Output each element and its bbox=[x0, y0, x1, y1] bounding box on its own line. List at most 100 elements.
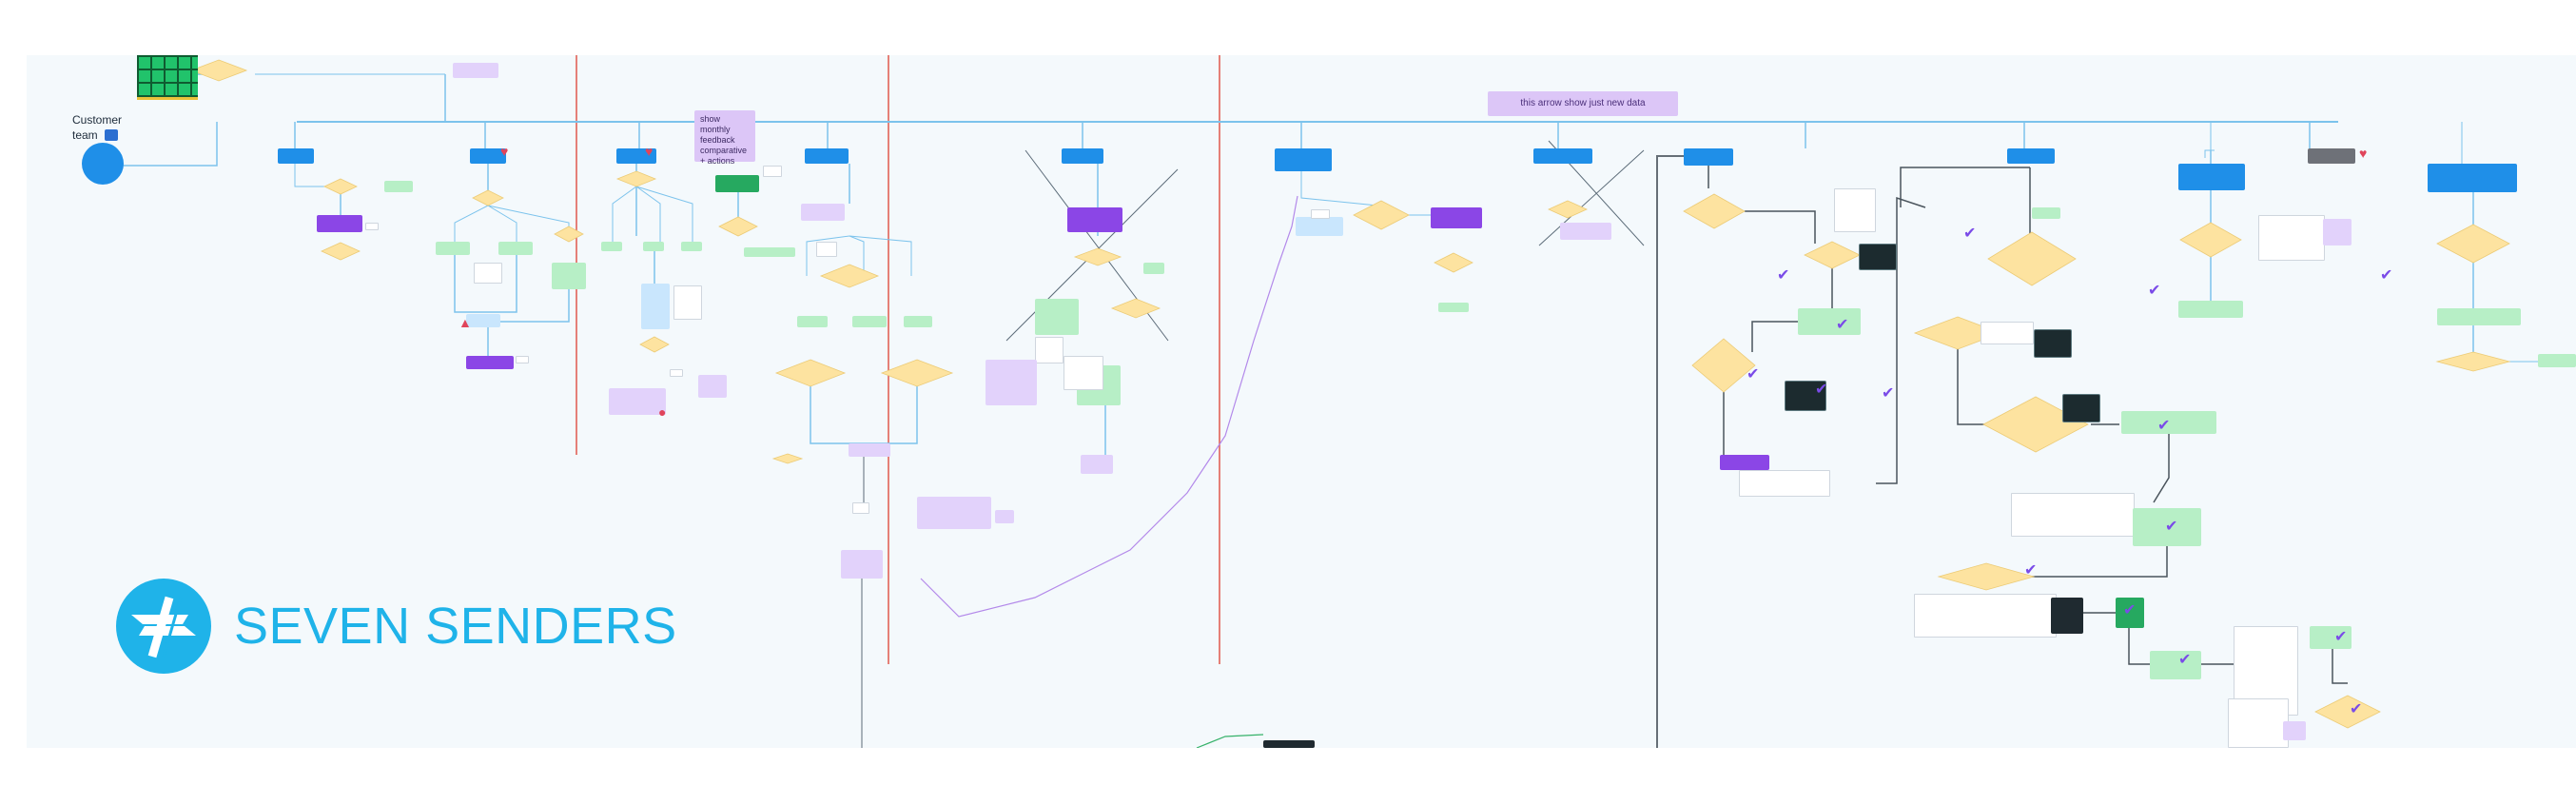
decision-diamond[interactable] bbox=[1353, 200, 1410, 230]
thumbnail-image[interactable] bbox=[763, 166, 782, 177]
screenshot-thumbnail[interactable] bbox=[2011, 493, 2135, 537]
terminal-screenshot[interactable] bbox=[1785, 381, 1826, 411]
process-step-head[interactable] bbox=[2428, 164, 2517, 192]
info-card[interactable] bbox=[466, 314, 500, 327]
decision-diamond[interactable] bbox=[774, 359, 847, 387]
new-data-banner[interactable]: this arrow show just new data bbox=[1488, 91, 1678, 116]
action-card[interactable] bbox=[317, 215, 362, 232]
decision-diamond[interactable] bbox=[1548, 200, 1588, 219]
outcome-box[interactable] bbox=[681, 242, 702, 251]
screenshot-thumbnail[interactable] bbox=[474, 263, 502, 284]
outcome-box[interactable] bbox=[643, 242, 664, 251]
decision-diamond[interactable] bbox=[2314, 695, 2381, 729]
action-card[interactable] bbox=[466, 356, 514, 369]
decision-diamond[interactable] bbox=[639, 336, 670, 353]
info-card[interactable] bbox=[1296, 217, 1343, 236]
screenshot-thumbnail[interactable] bbox=[1834, 188, 1876, 232]
note-card[interactable] bbox=[986, 360, 1037, 405]
decision-diamond[interactable] bbox=[1691, 338, 1756, 393]
thumbnail-image[interactable] bbox=[852, 502, 869, 514]
process-step-head-2[interactable] bbox=[616, 148, 656, 164]
outcome-box[interactable] bbox=[904, 316, 932, 327]
screenshot-thumbnail[interactable] bbox=[816, 242, 837, 257]
screenshot-thumbnail[interactable] bbox=[1035, 337, 1064, 363]
outcome-box[interactable] bbox=[1143, 263, 1164, 274]
note-card[interactable] bbox=[609, 388, 666, 415]
decision-diamond[interactable] bbox=[472, 189, 504, 206]
decision-diamond[interactable] bbox=[718, 216, 758, 237]
thumbnail-image[interactable] bbox=[365, 223, 379, 230]
outcome-box[interactable] bbox=[1798, 308, 1861, 335]
screenshot-thumbnail[interactable] bbox=[1914, 594, 2057, 638]
outcome-box[interactable] bbox=[498, 242, 533, 255]
outcome-box[interactable] bbox=[2133, 508, 2201, 546]
screenshot-thumbnail[interactable] bbox=[2228, 698, 2289, 748]
action-card[interactable] bbox=[1067, 207, 1122, 232]
outcome-box[interactable] bbox=[1035, 299, 1079, 335]
screenshot-thumbnail[interactable] bbox=[2258, 215, 2325, 261]
outcome-box[interactable] bbox=[852, 316, 887, 327]
decision-diamond[interactable] bbox=[1110, 298, 1161, 319]
note-card[interactable] bbox=[1081, 455, 1113, 474]
team-avatar[interactable] bbox=[82, 143, 124, 185]
decision-diamond[interactable] bbox=[321, 242, 361, 261]
note-card[interactable] bbox=[698, 375, 727, 398]
decision-diamond[interactable] bbox=[1683, 193, 1746, 229]
outcome-box[interactable] bbox=[797, 316, 828, 327]
note-card[interactable] bbox=[849, 443, 890, 457]
decision-diamond[interactable] bbox=[323, 178, 358, 195]
decision-diamond[interactable] bbox=[615, 170, 657, 187]
approved-step[interactable] bbox=[2116, 598, 2144, 628]
whiteboard-canvas[interactable]: ♥♥♥▲●✔✔✔✔✔✔✔✔✔✔✔✔✔✔✔ Customer team this … bbox=[27, 55, 2576, 748]
note-card[interactable] bbox=[2323, 219, 2352, 245]
archived-step-head[interactable] bbox=[2308, 148, 2355, 164]
screenshot-thumbnail[interactable] bbox=[1981, 322, 2034, 344]
feedback-sticky-note[interactable]: show monthly feedback comparative + acti… bbox=[694, 110, 755, 166]
process-step-head-8[interactable] bbox=[2007, 148, 2055, 164]
thumbnail-image[interactable] bbox=[670, 369, 683, 377]
process-step-head-1[interactable] bbox=[470, 148, 506, 164]
decision-diamond[interactable] bbox=[771, 453, 804, 464]
process-step-head-5[interactable] bbox=[1275, 148, 1332, 171]
dark-node[interactable] bbox=[1263, 740, 1315, 748]
process-step-head-3[interactable] bbox=[805, 148, 849, 164]
screenshot-thumbnail[interactable] bbox=[1064, 356, 1103, 390]
decision-diamond[interactable] bbox=[2179, 222, 2242, 258]
decision-diamond[interactable] bbox=[880, 359, 954, 387]
outcome-box[interactable] bbox=[384, 181, 413, 192]
outcome-box[interactable] bbox=[2032, 207, 2060, 219]
decision-diamond[interactable] bbox=[1937, 562, 2036, 591]
outcome-box[interactable] bbox=[436, 242, 470, 255]
decision-diamond[interactable] bbox=[819, 264, 880, 288]
outcome-box[interactable] bbox=[2310, 626, 2352, 649]
action-card[interactable] bbox=[1720, 455, 1769, 470]
approved-step[interactable] bbox=[715, 175, 759, 192]
outcome-box[interactable] bbox=[552, 263, 586, 289]
terminal-screenshot[interactable] bbox=[2034, 329, 2072, 358]
note-card[interactable] bbox=[1560, 223, 1611, 240]
process-step-head[interactable] bbox=[2178, 164, 2245, 190]
note-card[interactable] bbox=[841, 550, 883, 579]
entry-card[interactable] bbox=[453, 63, 498, 78]
note-card[interactable] bbox=[917, 497, 991, 529]
dark-thumbnail[interactable] bbox=[2051, 598, 2083, 634]
screenshot-thumbnail[interactable] bbox=[673, 285, 702, 320]
outcome-box[interactable] bbox=[744, 247, 795, 257]
decision-diamond[interactable] bbox=[1987, 231, 2077, 286]
note-card[interactable] bbox=[995, 510, 1014, 523]
process-step-head-7[interactable] bbox=[1684, 148, 1733, 166]
thumbnail-image[interactable] bbox=[1311, 209, 1330, 219]
entry-decision-diamond[interactable] bbox=[189, 59, 248, 82]
outcome-box[interactable] bbox=[2150, 651, 2201, 679]
process-step-head-6[interactable] bbox=[1533, 148, 1592, 164]
outcome-box[interactable] bbox=[1438, 303, 1469, 312]
process-step-head-0[interactable] bbox=[278, 148, 314, 164]
decision-diamond[interactable] bbox=[2436, 224, 2510, 264]
thumbnail-image[interactable] bbox=[516, 356, 529, 363]
action-card[interactable] bbox=[1431, 207, 1482, 228]
decision-diamond[interactable] bbox=[1434, 252, 1473, 273]
decision-diamond[interactable] bbox=[2435, 351, 2511, 372]
screenshot-thumbnail[interactable] bbox=[1739, 470, 1830, 497]
decision-diamond[interactable] bbox=[1804, 241, 1861, 269]
outcome-box[interactable] bbox=[2437, 308, 2521, 325]
